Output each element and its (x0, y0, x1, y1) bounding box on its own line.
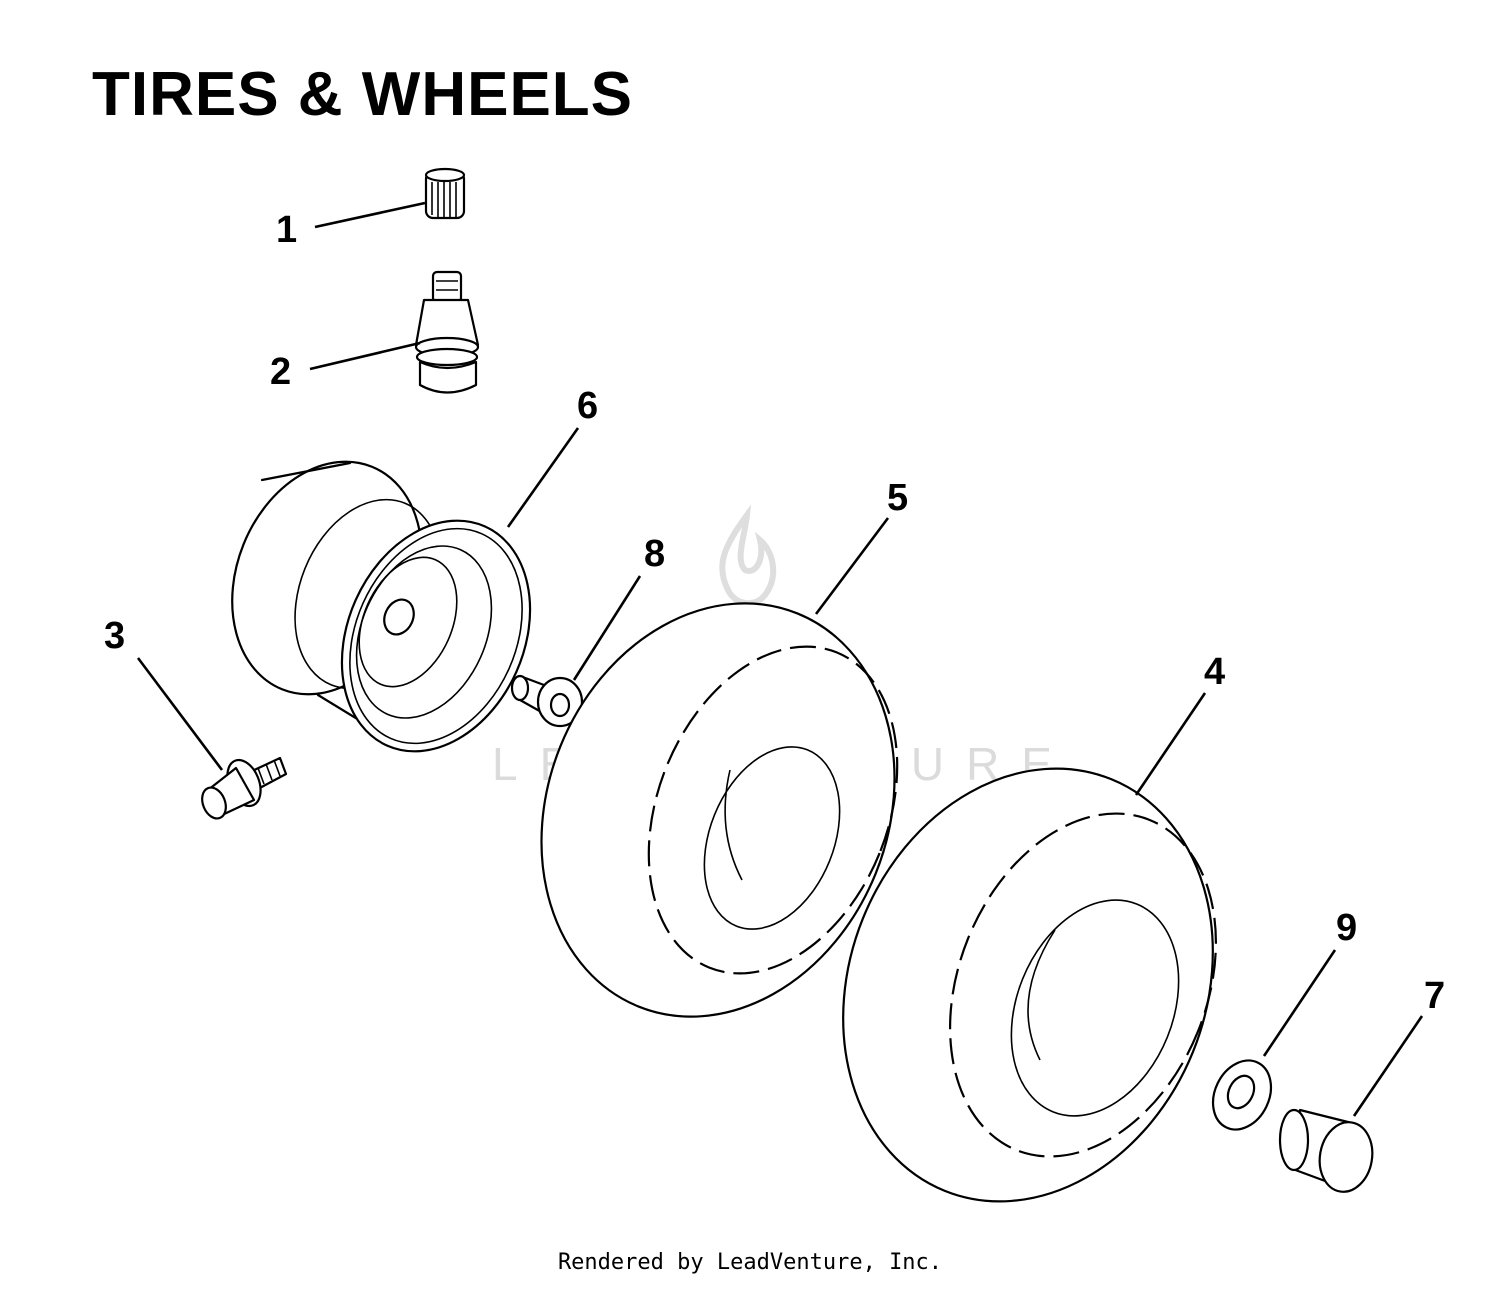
leader-line-5 (814, 517, 890, 615)
part-9-washer[interactable] (1202, 1051, 1282, 1139)
part-2-valve-stem[interactable] (414, 270, 480, 394)
callout-1: 1 (276, 209, 297, 251)
leader-line-8 (572, 575, 642, 681)
part-3-bolt[interactable] (198, 755, 288, 822)
callout-3: 3 (104, 615, 125, 657)
leader-line-6 (506, 427, 580, 528)
leader-line-1 (314, 201, 426, 229)
watermark-flame-icon (719, 504, 777, 607)
footer-credit: Rendered by LeadVenture, Inc. (557, 1250, 943, 1275)
callout-4: 4 (1204, 651, 1225, 693)
part-7-hub-cap[interactable] (1278, 1108, 1378, 1196)
callout-7: 7 (1424, 975, 1445, 1017)
callout-9: 9 (1336, 907, 1357, 949)
part-6-wheel-rim[interactable] (199, 433, 566, 781)
leader-line-7 (1352, 1015, 1424, 1117)
page-title: TIRES & WHEELS (92, 60, 634, 129)
callout-5: 5 (887, 477, 908, 519)
part-8-bushing[interactable] (510, 674, 584, 728)
callout-2: 2 (270, 351, 291, 393)
leader-line-9 (1262, 949, 1337, 1057)
leader-line-3 (136, 657, 224, 771)
leader-line-2 (309, 341, 421, 371)
callout-6: 6 (577, 385, 598, 427)
callout-8: 8 (644, 533, 665, 575)
part-5-tire[interactable] (481, 550, 955, 1070)
part-1-valve-cap[interactable] (424, 167, 466, 220)
leader-line-4 (1134, 692, 1207, 796)
part-4-tire[interactable] (780, 712, 1276, 1257)
